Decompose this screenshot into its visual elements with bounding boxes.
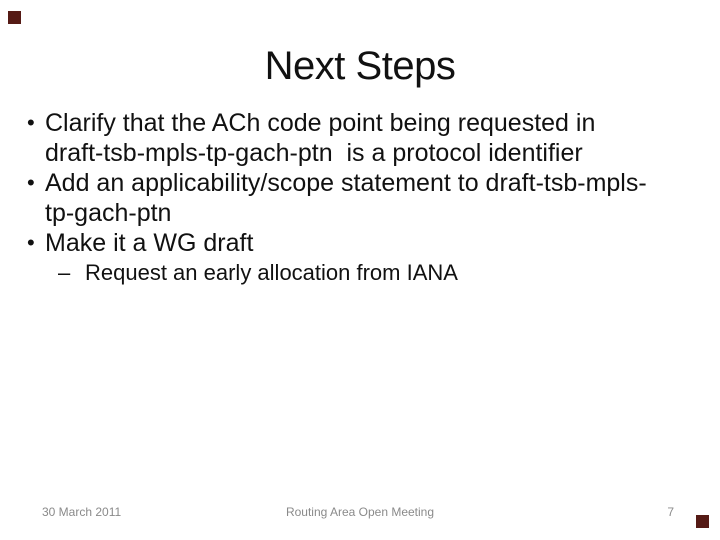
footer-meeting-name: Routing Area Open Meeting <box>285 505 435 519</box>
bullet-line: Make it a WG draft <box>45 229 254 257</box>
bullet-line: tp-gach-ptn <box>45 199 172 227</box>
bullet-item: • Add an applicability/scope statement t… <box>27 168 702 228</box>
sub-bullet-item: – Request an early allocation from IANA <box>58 258 702 288</box>
bullet-list: • Clarify that the ACh code point being … <box>27 108 702 288</box>
bullet-item: • Clarify that the ACh code point being … <box>27 108 702 168</box>
slide-title: Next Steps <box>264 44 456 88</box>
bullet-text: Make it a WG draft <box>45 228 702 258</box>
bullet-text: Clarify that the ACh code point being re… <box>45 108 702 168</box>
footer-page-number: 7 <box>667 505 674 519</box>
corner-accent-bottom-right-square <box>696 515 709 528</box>
sub-bullet-dash-marker: – <box>58 260 71 285</box>
bullet-line: Add an applicability/scope statement to … <box>45 169 647 197</box>
sub-bullet-text: Request an early allocation from IANA <box>85 258 702 288</box>
bullet-marker: • <box>27 110 35 135</box>
bullet-line: draft-tsb-mpls-tp-gach-ptn is a protocol… <box>45 139 583 167</box>
bullet-item: • Make it a WG draft <box>27 228 702 258</box>
bullet-line: Request an early allocation from IANA <box>85 260 458 285</box>
corner-accent-top-left-square <box>8 11 21 24</box>
footer-date: 30 March 2011 <box>42 505 122 519</box>
bullet-line: Clarify that the ACh code point being re… <box>45 109 596 137</box>
bullet-text: Add an applicability/scope statement to … <box>45 168 702 228</box>
bullet-marker: • <box>27 230 35 255</box>
bullet-marker: • <box>27 170 35 195</box>
